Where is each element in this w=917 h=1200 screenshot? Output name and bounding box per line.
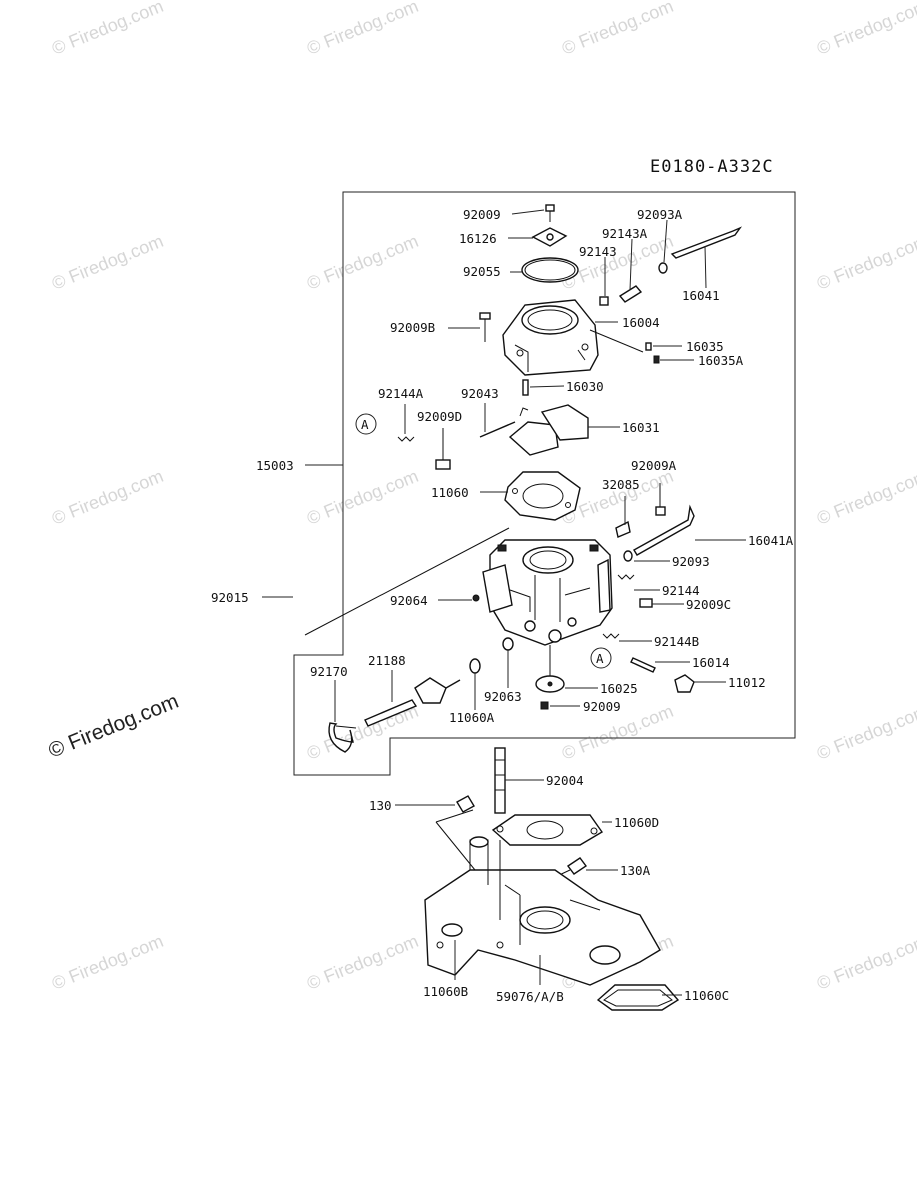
label-16030: 16030	[566, 379, 604, 394]
watermark: © Firedog.com	[559, 0, 676, 59]
watermark: © Firedog.com	[304, 0, 421, 59]
watermark: © Firedog.com	[304, 231, 421, 294]
watermark: © Firedog.com	[814, 701, 917, 764]
label-11060C: 11060C	[684, 988, 729, 1003]
part-labels: 92009 16126 92093A 92143A 92143 92055 16…	[211, 207, 794, 1004]
label-32085: 32085	[602, 477, 640, 492]
watermark: © Firedog.com	[814, 466, 917, 529]
label-92144: 92144	[662, 583, 700, 598]
label-16004: 16004	[622, 315, 660, 330]
label-16035: 16035	[686, 339, 724, 354]
label-92143A: 92143A	[602, 226, 648, 241]
label-11060B: 11060B	[423, 984, 468, 999]
label-92143: 92143	[579, 244, 617, 259]
label-130A: 130A	[620, 863, 651, 878]
label-130: 130	[369, 798, 392, 813]
watermark: © Firedog.com	[49, 931, 166, 994]
label-92055: 92055	[463, 264, 501, 279]
watermark: © Firedog.com	[49, 466, 166, 529]
diagram-code: E0180-A332C	[650, 157, 774, 177]
manifold-parts	[424, 747, 680, 1011]
label-92009B: 92009B	[390, 320, 435, 335]
label-11012: 11012	[728, 675, 766, 690]
watermark-large: © Firedog.com	[45, 690, 182, 763]
label-16041A: 16041A	[748, 533, 794, 548]
label-11060D: 11060D	[614, 815, 659, 830]
leader-lines	[262, 209, 746, 996]
label-15003: 15003	[256, 458, 294, 473]
label-59076-A-B: 59076/A/B	[496, 989, 564, 1004]
label-92015: 92015	[211, 590, 249, 605]
callout-a-left: A	[355, 413, 377, 435]
label-16025: 16025	[600, 681, 638, 696]
watermark: © Firedog.com	[304, 931, 421, 994]
label-92043: 92043	[461, 386, 499, 401]
watermark: © Firedog.com	[814, 931, 917, 994]
label-16126: 16126	[459, 231, 497, 246]
label-16041: 16041	[682, 288, 720, 303]
watermark: © Firedog.com	[49, 0, 166, 59]
label-92093A: 92093A	[637, 207, 683, 222]
label-92009-bottom: 92009	[583, 699, 621, 714]
watermark: © Firedog.com	[814, 231, 917, 294]
svg-text:A: A	[361, 417, 369, 432]
label-11060: 11060	[431, 485, 469, 500]
label-92144B: 92144B	[654, 634, 699, 649]
label-92009-top: 92009	[463, 207, 501, 222]
svg-text:A: A	[596, 651, 604, 666]
label-92009C: 92009C	[686, 597, 731, 612]
label-92063: 92063	[484, 689, 522, 704]
watermark: © Firedog.com	[814, 0, 917, 59]
label-11060A: 11060A	[449, 710, 495, 725]
leader-92015	[304, 527, 510, 636]
watermark: © Firedog.com	[49, 231, 166, 294]
label-92004: 92004	[546, 773, 584, 788]
label-92064: 92064	[390, 593, 428, 608]
watermark: © Firedog.com	[304, 466, 421, 529]
label-92144A: 92144A	[378, 386, 424, 401]
carburetor-body	[328, 483, 695, 753]
callout-a-right: A	[590, 647, 612, 669]
label-92093: 92093	[672, 554, 710, 569]
label-16035A: 16035A	[698, 353, 744, 368]
label-16014: 16014	[692, 655, 730, 670]
carburetor-top-parts	[397, 204, 743, 521]
label-16031: 16031	[622, 420, 660, 435]
label-92009A: 92009A	[631, 458, 677, 473]
label-92170: 92170	[310, 664, 348, 679]
label-92009D: 92009D	[417, 409, 462, 424]
assembly-outline	[293, 191, 796, 776]
label-21188: 21188	[368, 653, 406, 668]
